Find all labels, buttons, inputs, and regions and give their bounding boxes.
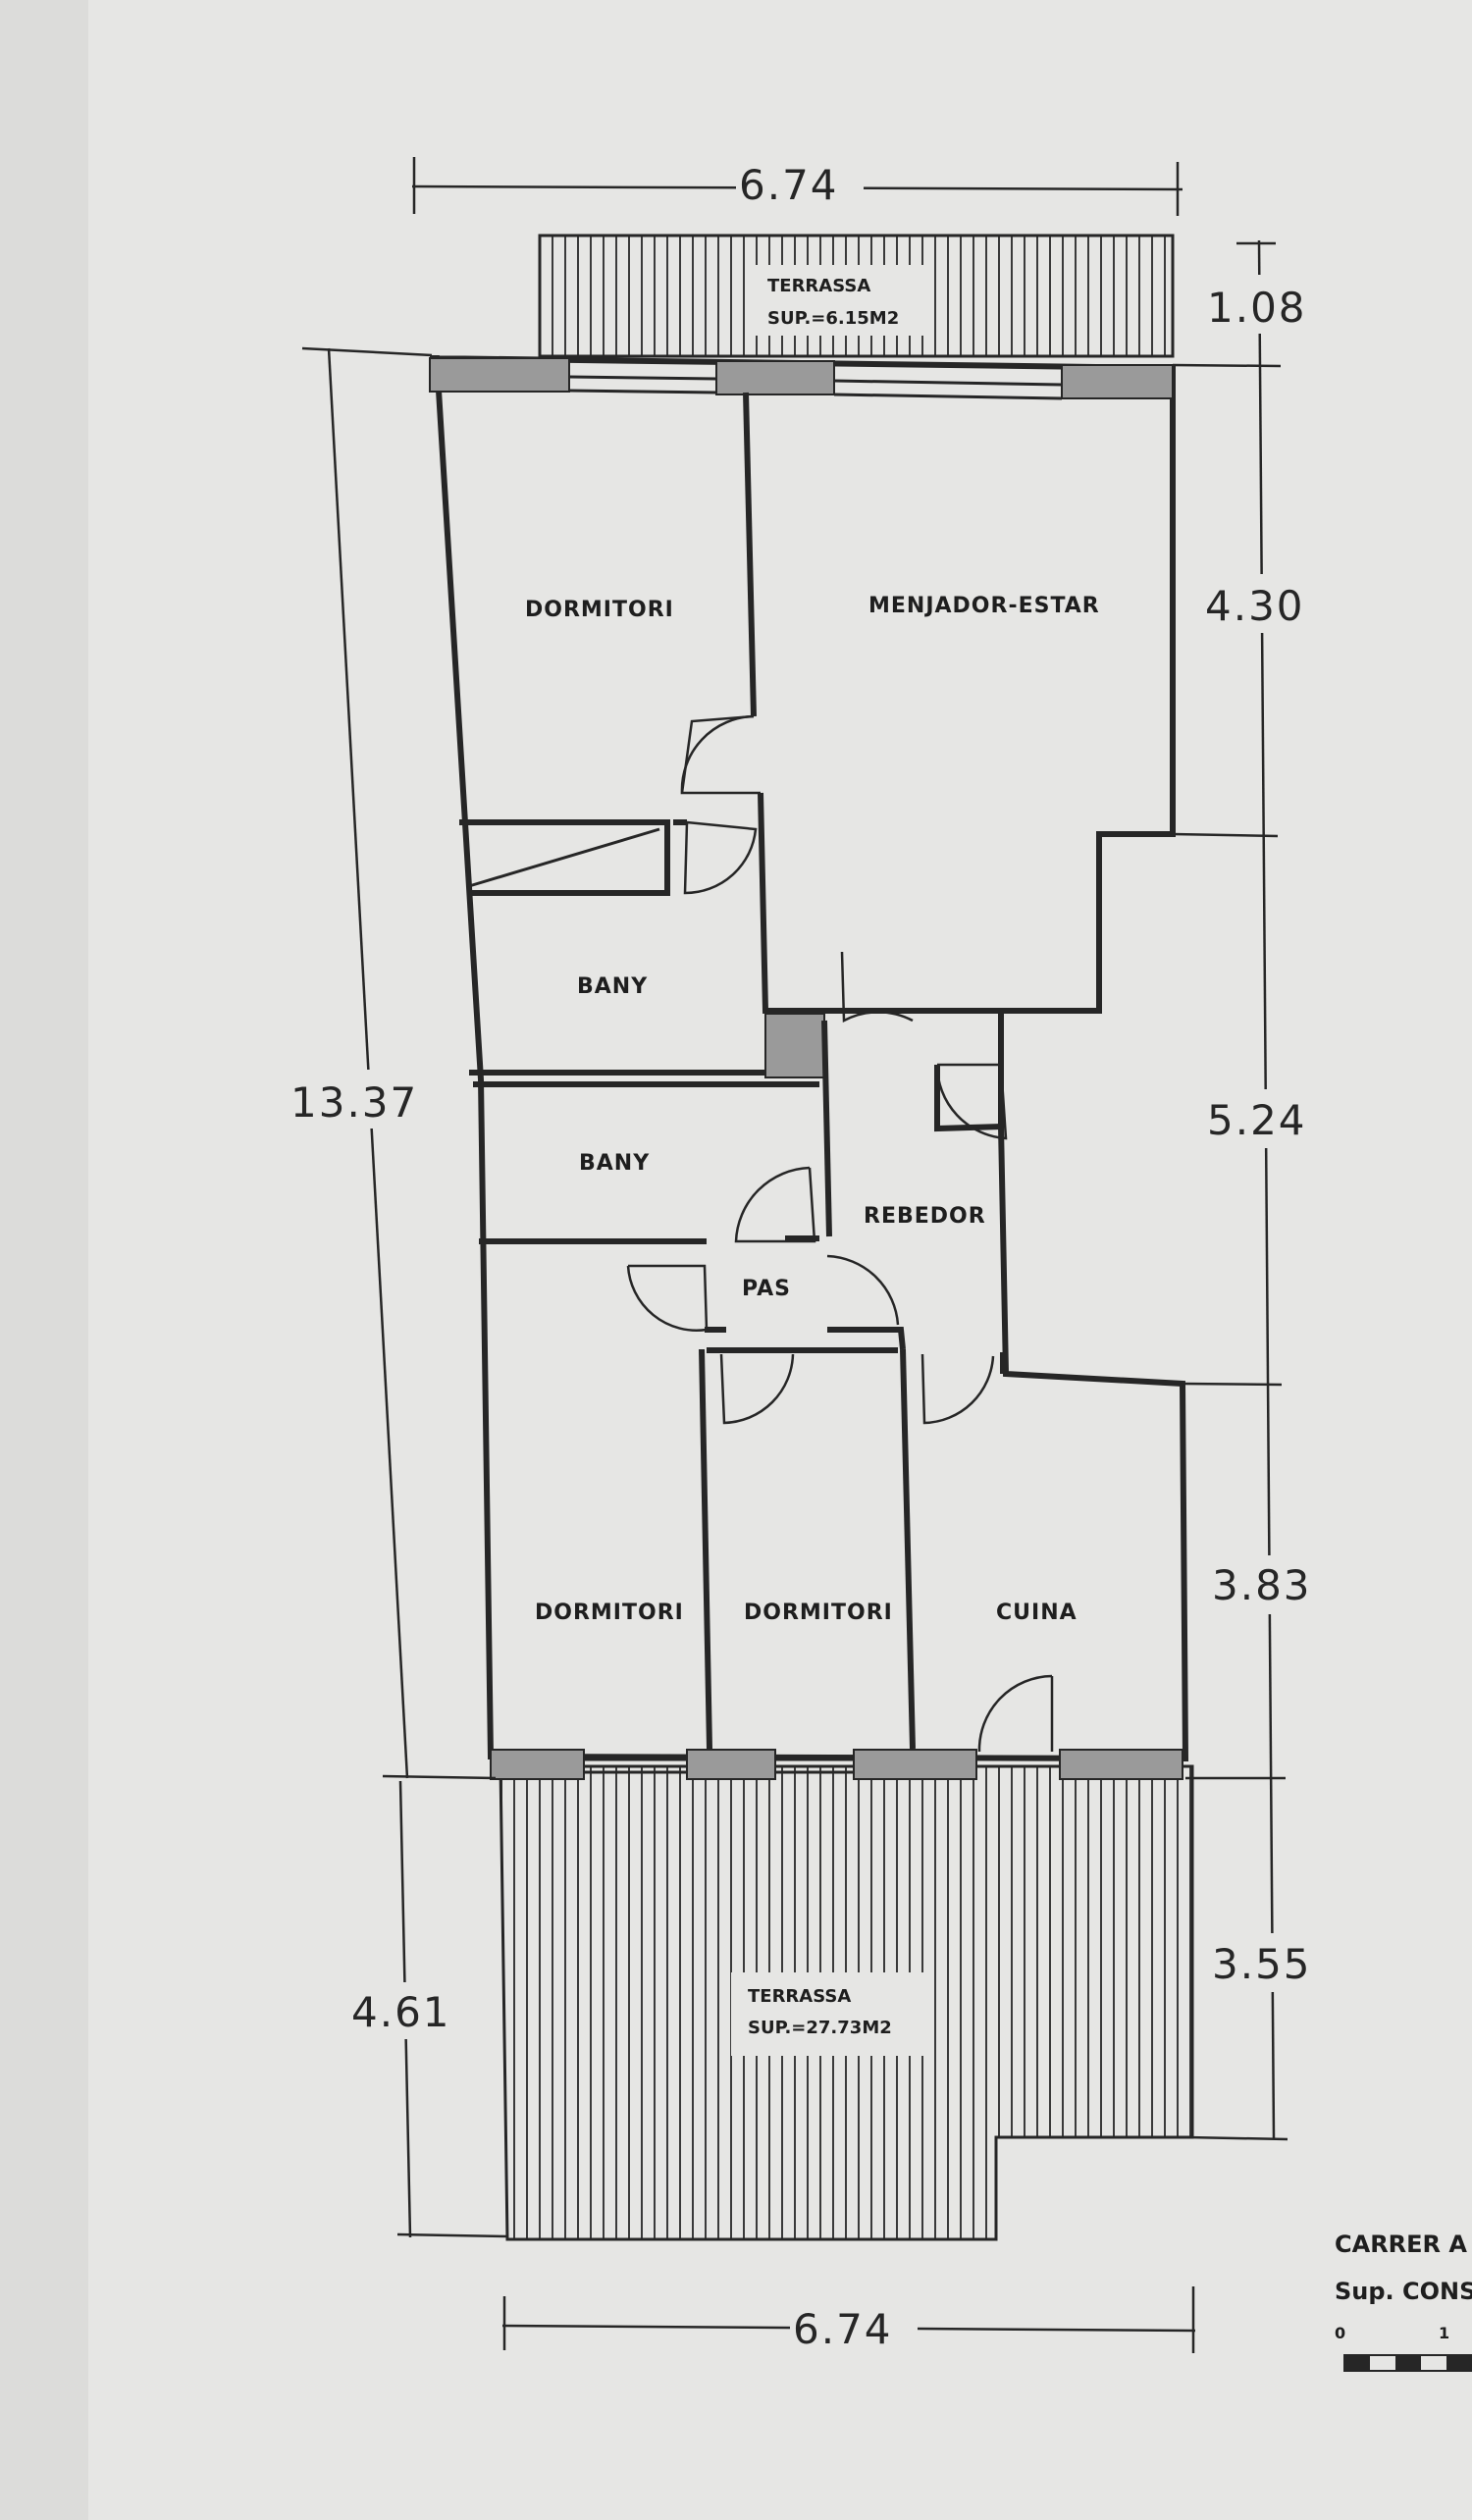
terrace-top-area: SUP.=6.15M2 <box>767 308 899 329</box>
label-bany-1: BANY <box>577 974 648 999</box>
door-dormitori-1 <box>680 714 761 795</box>
door-bany-2 <box>734 1166 816 1243</box>
label-dormitori-3: DORMITORI <box>744 1601 893 1625</box>
top-window-band <box>429 357 1174 400</box>
terrace-bottom-area: SUP.=27.73M2 <box>748 2018 892 2038</box>
title-block: CARRER A Sup. CONS 0 1 <box>1335 2231 1472 2372</box>
dim-right-2: 4.30 <box>1205 582 1305 630</box>
door-pas-left <box>626 1264 709 1332</box>
outer-wall <box>429 355 1189 1762</box>
dim-overall-height: 13.37 <box>290 1078 418 1127</box>
paper-shadow <box>0 0 88 2520</box>
terrace-top: TERRASSA SUP.=6.15M2 <box>538 234 1175 358</box>
terrace-bottom: TERRASSA SUP.=27.73M2 <box>499 1764 1194 2241</box>
dim-right-3: 5.24 <box>1207 1096 1307 1144</box>
label-menjador: MENJADOR-ESTAR <box>868 594 1100 618</box>
dimension-lines: 6.74 6.74 13.37 4.61 1.08 4.30 5.24 3 <box>285 157 1325 2353</box>
dim-right-5: 3.55 <box>1212 1940 1312 1988</box>
terrace-bottom-name: TERRASSA <box>748 1986 851 2007</box>
door-pas-right <box>826 1254 900 1326</box>
door-bany-1 <box>683 820 758 895</box>
scale-bar <box>1343 2354 1472 2372</box>
dim-top-width: 6.74 <box>739 161 839 209</box>
dim-right-4: 3.83 <box>1212 1561 1312 1609</box>
footer-surface: Sup. CONS <box>1335 2278 1472 2305</box>
scale-tick-1: 1 <box>1439 2324 1449 2342</box>
label-dormitori-1: DORMITORI <box>525 598 674 622</box>
bottom-window-band <box>490 1749 1183 1780</box>
dim-right-1: 1.08 <box>1207 284 1307 332</box>
door-cuina <box>977 1674 1054 1753</box>
door-dormitori-2 <box>719 1353 795 1425</box>
label-pas: PAS <box>742 1277 791 1301</box>
label-bany-2: BANY <box>579 1151 650 1176</box>
dim-terrace-depth: 4.61 <box>351 1988 451 2036</box>
door-dormitori-3 <box>920 1353 995 1425</box>
door-menjador <box>840 951 914 1024</box>
label-dormitori-2: DORMITORI <box>535 1601 684 1625</box>
terrace-top-name: TERRASSA <box>767 276 870 296</box>
room-labels: DORMITORI MENJADOR-ESTAR BANY BANY REBED… <box>525 594 1100 1625</box>
interior-walls <box>459 392 1006 1750</box>
dim-bottom-width: 6.74 <box>793 2305 893 2353</box>
label-cuina: CUINA <box>996 1601 1078 1625</box>
scale-tick-0: 0 <box>1335 2324 1345 2342</box>
label-rebedor: REBEDOR <box>864 1204 986 1229</box>
door-rebedor <box>935 1063 1008 1140</box>
footer-street: CARRER A <box>1335 2231 1467 2258</box>
doors <box>626 714 1054 1753</box>
